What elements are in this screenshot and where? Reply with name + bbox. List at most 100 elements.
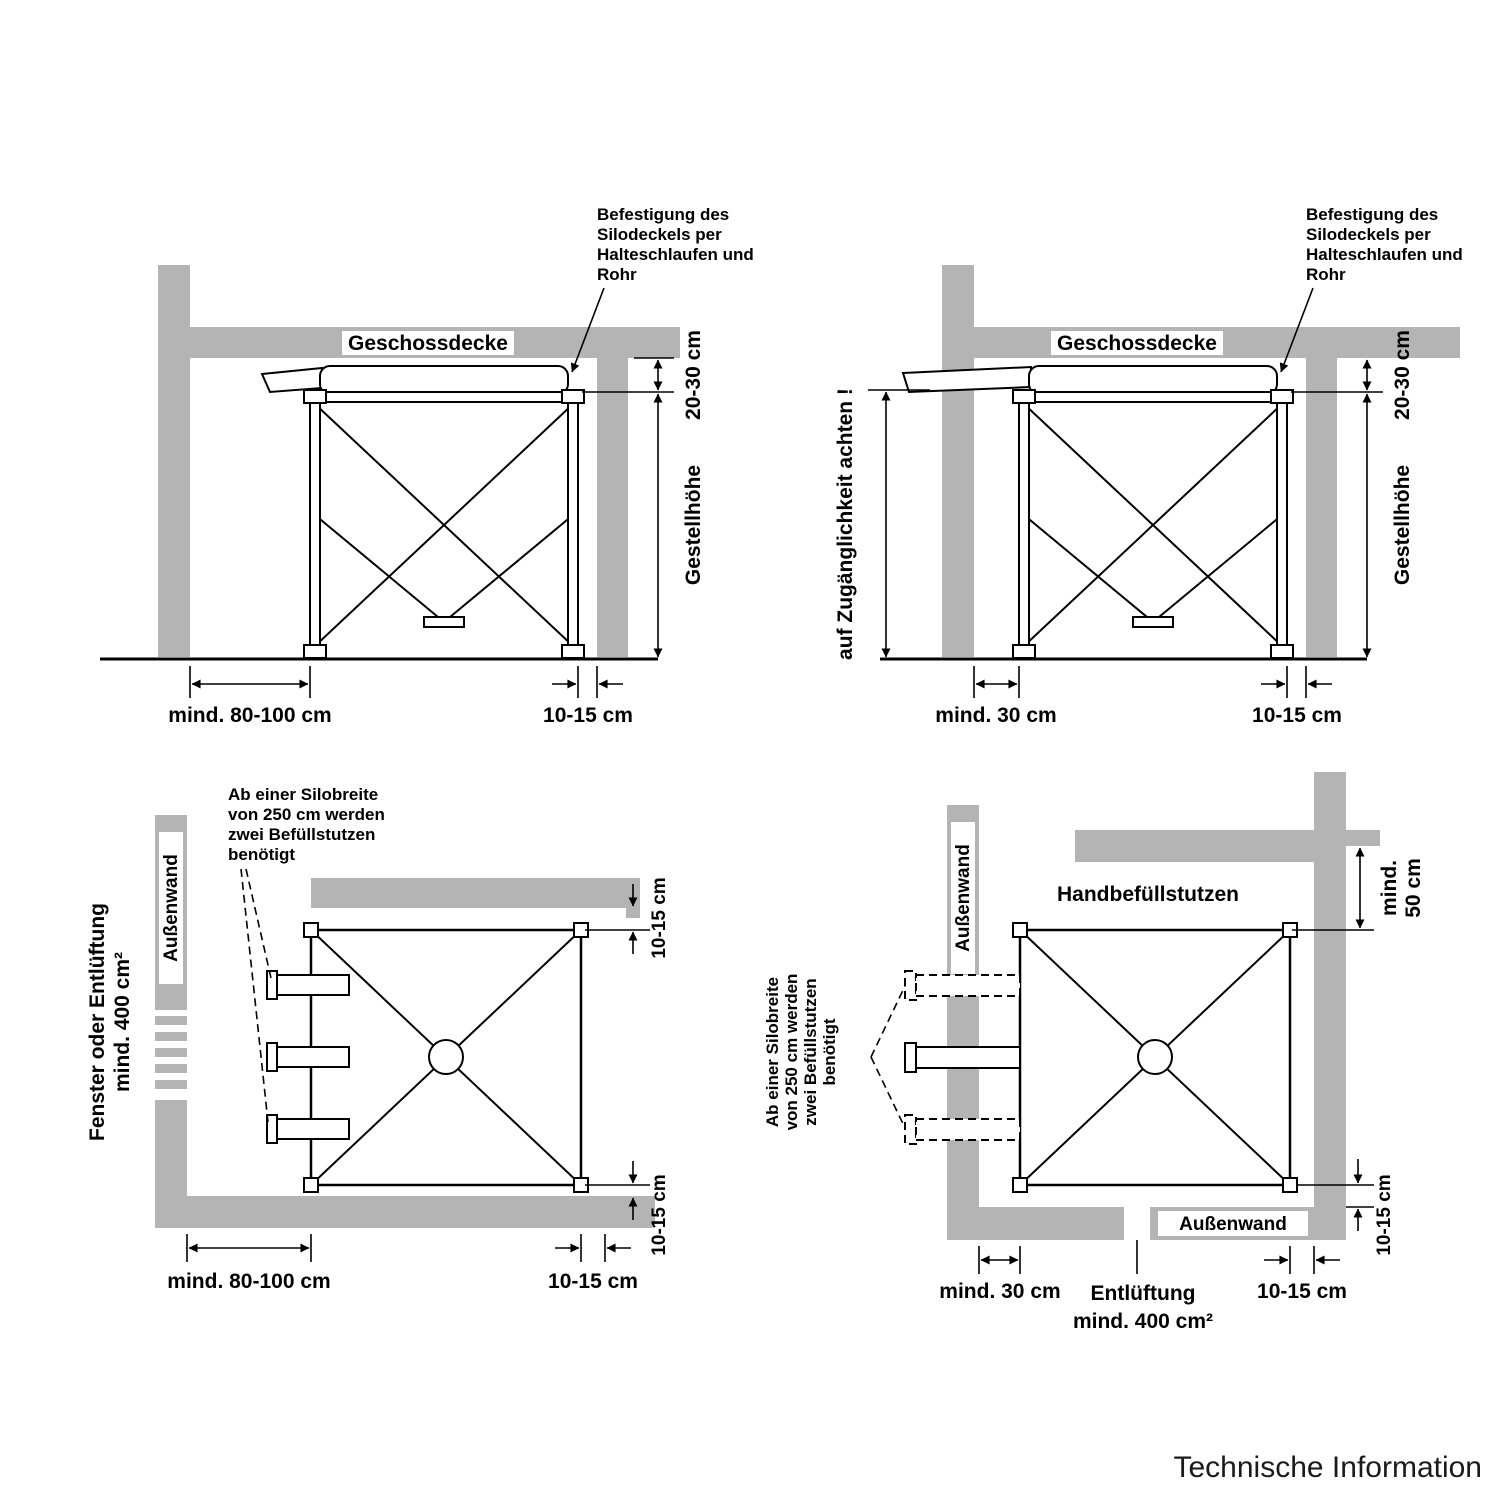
dim-label-top-gap: 10-15 cm [649,877,670,958]
corner-block [1012,389,1036,404]
hand-fill-pipes [870,970,1021,1145]
lid-note-line: Befestigung des [597,205,729,224]
silo-fabric-edge [443,514,574,623]
bottom-wall [155,1196,655,1228]
corner-block [1270,644,1294,659]
outer-wall-label-box [951,822,975,974]
silo-width-note: Ab einer Silobreite von 250 cm werden zw… [763,974,839,1131]
leader-dashed [240,868,269,1123]
dimension-frame-height: Gestellhöhe [1362,393,1414,658]
corner-post [303,1177,319,1193]
lid-note-line: Silodeckels per [1306,225,1431,244]
fill-pipe-optional [915,1118,1021,1141]
dimension-accessibility: auf Zugänglichkeit achten ! [834,388,930,660]
right-wall [597,358,628,657]
cross-brace [1023,403,1283,647]
funnel-dashed [870,985,906,1058]
width-note-line: von 250 cm werden [782,974,801,1131]
wall-notch [626,908,640,918]
vent-note: Entlüftung mind. 400 cm² [1073,1240,1213,1333]
outer-wall-label-left: Außenwand [953,844,974,952]
right-wall [1306,358,1337,657]
dim-label-side-gap: 10-15 cm [1252,704,1342,727]
dimension-bottom-gap: 10-15 cm [1257,1246,1347,1303]
pipe-flange [904,1042,917,1073]
lid-note-line: Silodeckels per [597,225,722,244]
outer-wall-label: Außenwand [161,854,182,962]
silo-top-view [303,922,589,1193]
dim-label-ceiling-gap: 20-30 cm [1391,330,1414,420]
outlet [1132,616,1174,628]
outer-wall-label-box [159,832,183,984]
silo-fabric-edge [1023,514,1154,623]
window-note-line: mind. 400 cm² [111,952,134,1092]
silo-top-view [1012,922,1298,1193]
dimension-side-gap: 10-15 cm [543,666,633,727]
panel-side-view-accessibility: Geschossdecke Befestigung des Silodeckel… [834,205,1463,727]
louver-slat [155,1064,187,1073]
louver-slat [155,1048,187,1057]
cross-brace [314,403,574,647]
top-wall [311,878,640,908]
width-note-line: Ab einer Silobreite [228,785,378,804]
top-wall [1075,830,1346,862]
silo-frame [901,365,1294,659]
fill-pipe-optional [915,974,1021,997]
corner-block [561,389,585,404]
ceiling-label-box [1051,331,1223,355]
panel-top-view-hand-fill: Außenwand Außenwand Handbefüllstutzen Ab… [763,772,1425,1333]
lid-attachment-note: Befestigung des Silodeckels per Haltesch… [570,205,754,373]
dimension-bottom-right-gap: 10-15 cm [585,1161,670,1256]
dimension-top-gap: 10-15 cm [585,877,670,959]
corner-post [303,922,319,938]
dimension-ceiling-gap: 20-30 cm [1291,330,1414,420]
corner-block [561,644,585,659]
pipe-flange-optional [904,1114,917,1145]
silo-fabric-edge [1152,514,1283,623]
fill-pipe [260,366,323,394]
fill-pipe [276,1118,350,1140]
fill-pipe-through-wall [901,365,1032,394]
corner-post [1282,1177,1298,1193]
silo-lid [319,365,569,395]
left-wall [942,265,974,657]
width-note-line: zwei Befüllstutzen [228,825,375,844]
lid-attachment-note: Befestigung des Silodeckels per Haltesch… [1279,205,1463,373]
width-note-line: Ab einer Silobreite [763,977,782,1127]
dim-label-frame-height: Gestellhöhe [682,465,705,585]
wall-notch [1346,830,1380,846]
dim-label-wall-distance: mind. 80-100 cm [168,704,331,727]
ceiling-label: Geschossdecke [1057,332,1217,355]
width-note-line: von 250 cm werden [228,805,385,824]
pipe-flange [266,970,278,1000]
silo-width-note: Ab einer Silobreite von 250 cm werden zw… [228,785,385,1123]
top-beam [1016,391,1290,403]
fill-pipe [276,1046,350,1068]
outlet [423,616,465,628]
center-fitting [428,1039,464,1075]
lid-note-line: Befestigung des [1306,205,1438,224]
corner-block [1012,644,1036,659]
corner-post [1012,1177,1028,1193]
dim-label-bottom-right-gap: 10-15 cm [649,1174,670,1255]
ceiling-label: Geschossdecke [348,332,508,355]
top-beam [307,391,581,403]
dimension-frame-height: Gestellhöhe [653,393,705,658]
outer-wall-label-box [1158,1211,1308,1236]
access-note-label: auf Zugänglichkeit achten ! [834,388,857,660]
left-post [1018,401,1030,651]
vent-note-line: mind. 400 cm² [1073,1310,1213,1333]
fill-pipe [915,1046,1021,1069]
vent-opening [1124,1207,1150,1240]
corner-post [1012,922,1028,938]
corner-block [303,389,327,404]
leader-arrow [570,287,605,373]
lid-note-line: Rohr [597,265,637,284]
fill-pipes [266,970,350,1144]
center-fitting [1137,1039,1173,1075]
dimension-top-gap: mind. 50 cm [1292,847,1425,931]
funnel-dashed [870,1056,906,1129]
corner-block [1270,389,1294,404]
dim-label-wall-distance: mind. 30 cm [939,1280,1060,1303]
left-post [309,401,321,651]
